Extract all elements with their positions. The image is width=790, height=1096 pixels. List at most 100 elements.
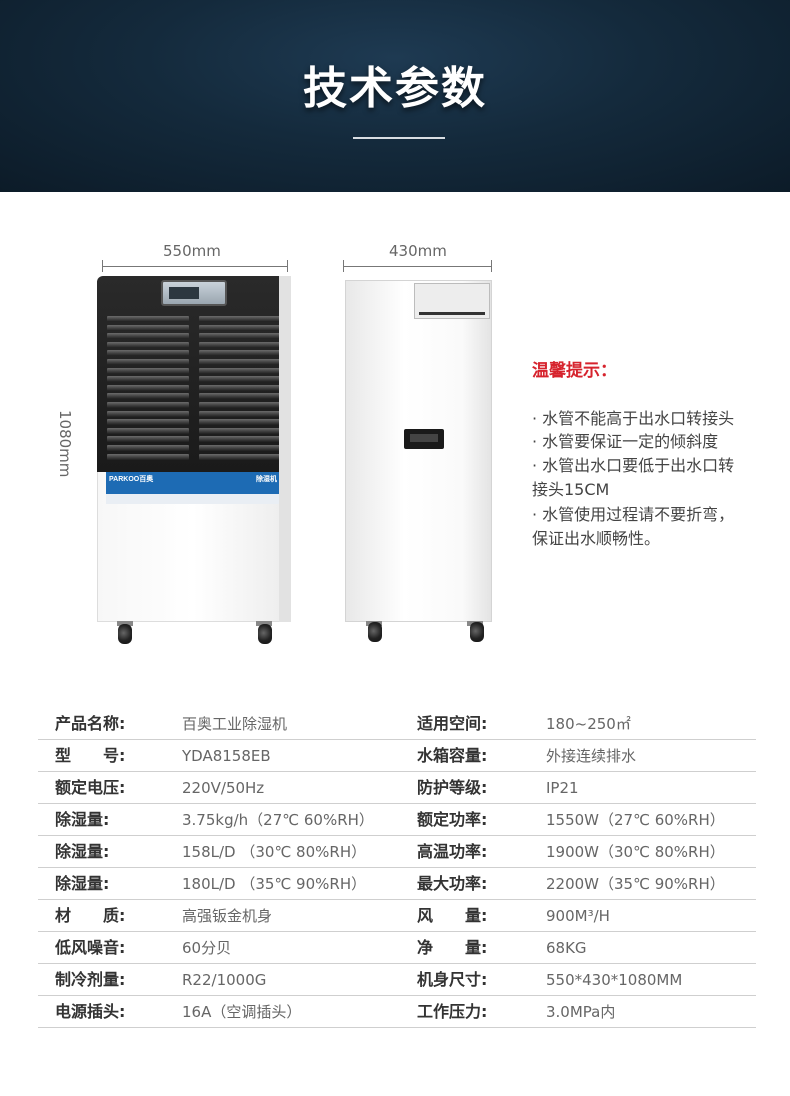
wheel-icon: [368, 622, 382, 642]
brand-subline: [106, 494, 280, 504]
spec-label: 工作压力:: [417, 1002, 488, 1021]
side-depth-line: [343, 266, 492, 267]
vent-slat: [107, 316, 189, 322]
spec-row: 制冷剂量: R22/1000G 机身尺寸: 550*430*1080MM: [38, 964, 756, 996]
spec-label: 制冷剂量:: [55, 970, 126, 989]
spec-value: 900M³/H: [546, 907, 610, 925]
spec-row: 除湿量: 180L/D （35℃ 90%RH） 最大功率: 2200W（35℃ …: [38, 868, 756, 900]
dehumidifier-front-image: PARKOO百奥 除湿机: [97, 276, 291, 622]
spec-row: 材 质: 高强钣金机身 风 量: 900M³/H: [38, 900, 756, 932]
spec-value: 550*430*1080MM: [546, 971, 683, 989]
vent-slat: [107, 350, 189, 357]
spec-value: 百奥工业除湿机: [182, 715, 288, 733]
spec-row: 型 号: YDA8158EB 水箱容量: 外接连续排水: [38, 740, 756, 772]
vent-slat: [107, 410, 189, 417]
vent-slat: [199, 384, 281, 391]
spec-label: 除湿量:: [55, 874, 110, 893]
wheel-icon: [118, 624, 132, 644]
vent-slat: [107, 453, 189, 460]
tip-line: · 水管使用过程请不要折弯，: [532, 505, 735, 524]
vent-slat: [199, 393, 281, 400]
side-depth-tick-left: [343, 260, 344, 272]
vent-slat: [107, 367, 189, 374]
tip-line: · 水管要保证一定的倾斜度: [532, 432, 719, 451]
vent-slat: [199, 453, 281, 460]
title-underline: [353, 137, 445, 139]
vent-slat: [107, 419, 189, 426]
spec-label: 产品名称:: [55, 714, 126, 733]
vent-slat: [199, 444, 281, 451]
spec-sticker: [414, 283, 490, 319]
vent-column-right: [199, 316, 281, 466]
front-width-label: 550mm: [163, 242, 221, 260]
tip-line: · 水管不能高于出水口转接头: [532, 409, 735, 428]
spec-value: 1900W（30℃ 80%RH）: [546, 843, 725, 861]
spec-label: 材 质:: [55, 906, 126, 925]
spec-label: 防护等级:: [417, 778, 488, 797]
front-lower-housing: PARKOO百奥 除湿机: [97, 472, 291, 622]
vent-slat: [199, 419, 281, 426]
vent-slat: [199, 324, 281, 331]
control-panel: [161, 280, 227, 306]
spec-value: 60分贝: [182, 939, 232, 957]
wheel-icon: [470, 622, 484, 642]
spec-label: 风 量:: [417, 906, 488, 925]
spec-label: 除湿量:: [55, 842, 110, 861]
dehumidifier-side-image: [345, 280, 492, 622]
display-screen: [169, 287, 199, 299]
spec-row: 除湿量: 3.75kg/h（27℃ 60%RH） 额定功率: 1550W（27℃…: [38, 804, 756, 836]
spec-label: 除湿量:: [55, 810, 110, 829]
sticker-barcode: [419, 312, 485, 315]
tip-line: · 水管出水口要低于出水口转: [532, 456, 735, 475]
spec-label: 高温功率:: [417, 842, 488, 861]
vent-slat: [199, 367, 281, 374]
front-side-edge: [279, 276, 291, 622]
spec-value: R22/1000G: [182, 971, 267, 989]
spec-row: 电源插头: 16A（空调插头） 工作压力: 3.0MPa内: [38, 996, 756, 1028]
front-width-tick-right: [287, 260, 288, 272]
side-depth-tick-right: [491, 260, 492, 272]
spec-label: 水箱容量:: [417, 746, 488, 765]
spec-label: 适用空间:: [417, 714, 488, 733]
spec-label: 低风噪音:: [55, 938, 126, 957]
tips-title: 温馨提示：: [532, 361, 617, 381]
spec-value: 16A（空调插头）: [182, 1003, 302, 1021]
vent-slat: [107, 444, 189, 451]
spec-value: 1550W（27℃ 60%RH）: [546, 811, 725, 829]
spec-row: 除湿量: 158L/D （30℃ 80%RH） 高温功率: 1900W（30℃ …: [38, 836, 756, 868]
spec-label: 最大功率:: [417, 874, 488, 893]
spec-value: 180~250㎡: [546, 715, 631, 733]
vent-slat: [199, 341, 281, 348]
vent-slat: [199, 427, 281, 434]
spec-row: 低风噪音: 60分贝 净 量: 68KG: [38, 932, 756, 964]
brand-logo: PARKOO百奥: [106, 472, 184, 494]
vent-slat: [107, 393, 189, 400]
spec-label: 型 号:: [55, 746, 126, 765]
tip-line: 接头15CM: [532, 480, 610, 499]
spec-label: 额定功率:: [417, 810, 488, 829]
spec-value: 2200W（35℃ 90%RH）: [546, 875, 725, 893]
vent-slat: [107, 324, 189, 331]
vent-slat: [199, 350, 281, 357]
spec-value: 180L/D （35℃ 90%RH）: [182, 875, 367, 893]
spec-label: 电源插头:: [55, 1002, 126, 1021]
spec-value: 3.75kg/h（27℃ 60%RH）: [182, 811, 374, 829]
front-width-line: [102, 266, 288, 267]
side-handle: [404, 429, 444, 449]
spec-value: 3.0MPa内: [546, 1003, 616, 1021]
spec-value: 68KG: [546, 939, 587, 957]
vent-slat: [199, 436, 281, 443]
spec-row: 产品名称: 百奥工业除湿机 适用空间: 180~250㎡: [38, 708, 756, 740]
side-depth-label: 430mm: [389, 242, 447, 260]
vent-slat: [107, 358, 189, 365]
vent-slat: [107, 376, 189, 383]
air-vents: [107, 316, 281, 466]
spec-value: IP21: [546, 779, 579, 797]
vent-slat: [199, 401, 281, 408]
vent-slat: [199, 358, 281, 365]
spec-value: YDA8158EB: [182, 747, 271, 765]
header-banner: 技术参数: [0, 0, 790, 192]
vent-slat: [107, 401, 189, 408]
caster-bracket: [117, 621, 133, 626]
spec-label: 净 量:: [417, 938, 488, 957]
